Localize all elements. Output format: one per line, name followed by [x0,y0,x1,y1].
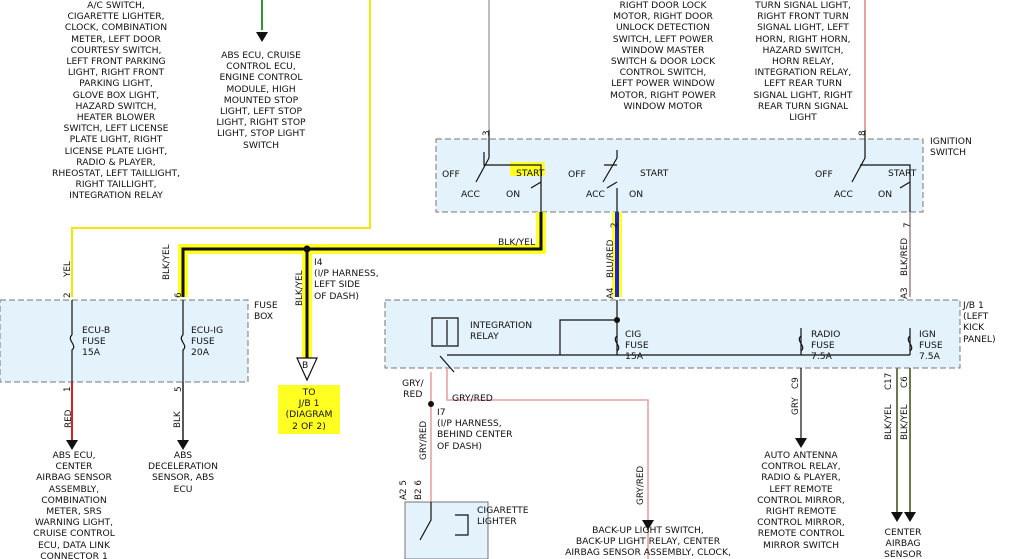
fuse-ecu-ig-label: ECU-IG FUSE 20A [191,325,224,359]
jb-label: J/B 1 (LEFT KICK PANEL) [963,300,996,345]
fuse-radio-symbol [798,335,804,352]
jb-pin-c17: C17 [884,372,894,390]
splice-cig [614,317,620,323]
arrow-abs [256,32,268,42]
cigarette-lighter-label: CIGARETTE LIGHTER [477,505,529,528]
load-antenna: AUTO ANTENNA CONTROL RELAY, RADIO & PLAY… [757,450,845,551]
ig-switch-mid [602,150,618,212]
wire-label-gry-red-h: GRY/ RED [402,378,424,401]
ig-pin-7: 7 [903,222,913,228]
jb-fuse-link [559,319,617,355]
ignition-switch-box [435,138,924,213]
wire-label-gry: GRY [791,397,801,415]
arrow-antenna [795,438,807,448]
splice-i4 [303,245,311,253]
wire-label-blu-red: BLU/RED [606,239,616,278]
ig-on-left: ON [506,189,521,200]
ig-off-mid: OFF [568,169,586,180]
ig-acc-right: ACC [834,189,853,200]
wire-label-gry-red-top: GRY/RED [452,393,493,404]
wire-label-yel: YEL [63,261,73,277]
load-backup: BACK-UP LIGHT SWITCH, BACK-UP LIGHT RELA… [565,525,731,559]
connector-b-triangle [296,357,318,382]
ig-pin-3: 3 [482,130,492,136]
jb-pin-c9: C9 [791,377,801,389]
load-center-airbag: CENTER AIRBAG SENSOR [884,527,922,559]
fuse-ecu-b-label: ECU-B FUSE 15A [82,325,111,359]
load-list-abs: ABS ECU, CRUISE CONTROL ECU, ENGINE CONT… [216,50,306,151]
lighter-pins-a2: A2 5 [399,479,409,500]
cigarette-lighter-box [404,501,489,559]
ig-start-left: START [516,168,545,179]
fuse-ecu-ig-symbol [180,334,186,355]
wire-blk-yel [181,212,543,297]
junction-block-outline [384,299,961,369]
load-abs-center: ABS ECU, CENTER AIRBAG SENSOR ASSEMBLY, … [33,450,115,559]
splice-i7 [428,401,434,407]
ig-pin-2: 2 [610,222,620,228]
cigarette-lighter-symbol [419,502,469,541]
arrow-backup [642,520,654,530]
wire-label-blk-yel-left: BLK/YEL [162,244,172,280]
fuse-pin-5: 5 [174,386,184,392]
wire-gry-red-relay [446,368,649,559]
fuse-ecu-b-symbol [69,334,75,355]
fuse-radio-label: RADIO FUSE 7.5A [811,329,841,363]
wire-yel-top [71,0,371,297]
load-list-left: A/C SWITCH, CIGARETTE LIGHTER, CLOCK, CO… [51,0,181,202]
arrow-abs-center [66,440,78,450]
connector-b-to-text: TO J/B 1 (DIAGRAM 2 OF 2) [278,385,340,434]
fuse-pin-2: 2 [63,292,73,298]
ig-switch-right [851,130,911,212]
wire-label-blk-yel-down: BLK/YEL [295,270,305,306]
wire-label-blk-yel-a: BLK/YEL [884,404,894,440]
ignition-switch-label: IGNITION SWITCH [930,136,972,159]
arrow-center-airbag-b [904,512,916,522]
wire-label-blk: BLK [173,411,183,428]
ig-acc-left: ACC [461,189,480,200]
jb-pin-c6: C6 [900,376,910,388]
arrow-abs-decel [177,440,189,450]
splice-i4-label: I4 (I/P HARNESS, LEFT SIDE OF DASH) [314,257,379,302]
fuse-pin-6: 6 [174,292,184,298]
fuse-ign-symbol [907,335,913,352]
ig-acc-mid: ACC [586,189,605,200]
fuse-cig-label: CIG FUSE 15A [625,329,649,363]
lighter-pins-b2: B2 6 [414,479,424,500]
load-abs-decel: ABS DECELERATION SENSOR, ABS ECU [147,450,219,495]
fuse-pin-1: 1 [63,386,73,392]
ig-on-right: ON [878,189,893,200]
wire-label-blk-red: BLK/RED [900,237,910,276]
arrow-center-airbag-a [891,512,903,522]
ig-start-right: START [888,168,917,179]
jb-pin-a3: A3 [900,287,910,299]
fuse-box-label: FUSE BOX [254,300,278,323]
jb-pin-a4: A4 [606,287,616,299]
wire-label-gry-red-right: GRY/RED [636,465,646,505]
load-list-turn: TURN SIGNAL LIGHT, RIGHT FRONT TURN SIGN… [753,0,853,124]
wire-label-blk-yel-top: BLK/YEL [498,237,536,248]
wire-label-gry-red-left: GRY/RED [419,420,429,460]
connector-b-letter: B [302,360,309,371]
fuse-box-outline [0,299,249,383]
ig-on-mid: ON [629,189,644,200]
relay-symbol [431,317,459,373]
ig-start-mid: START [640,168,669,179]
ig-pin-8: 8 [858,130,868,136]
fuse-cig-symbol [614,335,620,352]
wire-label-blk-yel-b: BLK/YEL [900,404,910,440]
relay-label: INTEGRATION RELAY [470,320,533,343]
fuse-ign-label: IGN FUSE 7.5A [919,329,943,363]
splice-i7-label: I7 (I/P HARNESS, BEHIND CENTER OF DASH) [437,407,513,452]
load-list-door-lock: RIGHT DOOR LOCK MOTOR, RIGHT DOOR UNLOCK… [610,0,716,112]
ig-switch-left [475,130,542,212]
ig-off-right: OFF [815,169,833,180]
ig-off-left: OFF [442,169,460,180]
wire-label-red: RED [64,409,74,428]
